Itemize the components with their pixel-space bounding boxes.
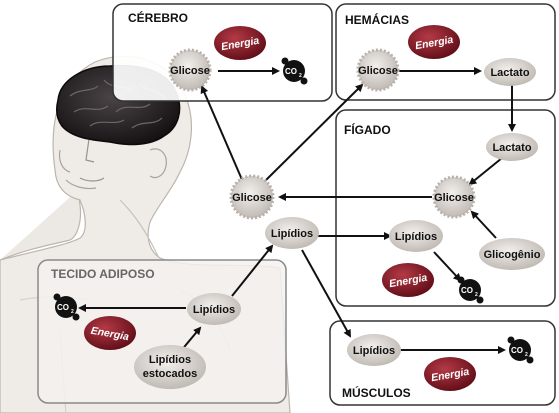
node-hemacias-glicose: Glicose	[356, 48, 400, 92]
node-figado-lactato: Lactato	[486, 133, 538, 161]
co2-molecule-adiposo: CO 2	[53, 293, 80, 321]
figado-title: FÍGADO	[344, 122, 391, 137]
energia-badge-hemacias: Energia	[408, 25, 460, 59]
svg-text:Glicose: Glicose	[170, 65, 210, 77]
node-figado-glicogenio: Glicogênio	[479, 238, 545, 270]
musculos-title: MÚSCULOS	[342, 385, 411, 400]
svg-text:Glicose: Glicose	[232, 192, 272, 204]
svg-text:2: 2	[299, 73, 302, 79]
svg-text:Glicose: Glicose	[358, 65, 398, 77]
svg-text:Lactato: Lactato	[490, 67, 529, 79]
energia-badge-cerebro: Energia	[214, 26, 266, 60]
arrow-glicogenio-to-figado-glicose	[470, 210, 497, 239]
arrow-figado-lipidios-to-co2	[433, 251, 462, 282]
svg-text:CO: CO	[511, 346, 523, 355]
node-sangue-glicose: Glicose	[229, 174, 275, 220]
svg-text:Lipídios: Lipídios	[353, 345, 395, 357]
node-figado-lipidios: Lipídios	[389, 220, 443, 252]
co2-molecule-figado: CO 2	[457, 276, 484, 304]
svg-text:estocados: estocados	[143, 368, 197, 380]
arrow-sangue-glicose-to-cerebro-glicose	[200, 85, 244, 183]
node-adiposo-lipidios: Lipídios	[187, 293, 241, 325]
svg-text:Lactato: Lactato	[492, 142, 531, 154]
svg-text:Lipídios: Lipídios	[149, 354, 191, 366]
arrows	[78, 67, 516, 354]
svg-text:Glicogênio: Glicogênio	[484, 249, 541, 261]
node-adiposo-lipidios-estocados: Lipídios estocados	[134, 345, 206, 389]
node-musculos-lipidios: Lipídios	[347, 334, 401, 366]
co2-molecule-cerebro: CO 2	[281, 57, 308, 85]
svg-text:Lipídios: Lipídios	[271, 228, 313, 240]
svg-text:2: 2	[525, 352, 528, 358]
energia-badge-figado: Energia	[382, 263, 434, 297]
energia-badge-adiposo: Energia	[84, 316, 136, 350]
svg-text:CO: CO	[461, 286, 473, 295]
svg-text:CO: CO	[57, 303, 69, 312]
arrow-sangue-lipidios-to-musculos-lipidios	[301, 249, 351, 338]
co2-molecule-musculos: CO 2	[507, 336, 534, 364]
svg-text:2: 2	[71, 309, 74, 315]
svg-text:CO: CO	[285, 67, 297, 76]
tecido-adiposo-title: TECIDO ADIPOSO	[51, 267, 155, 281]
svg-text:2: 2	[475, 292, 478, 298]
svg-text:Glicose: Glicose	[434, 192, 474, 204]
cerebro-title: CÉREBRO	[128, 10, 188, 25]
hemacias-title: HEMÁCIAS	[345, 12, 409, 27]
node-figado-glicose: Glicose	[432, 175, 476, 219]
arrow-sangue-glicose-to-hemacias-glicose	[263, 83, 364, 183]
node-hemacias-lactato: Lactato	[484, 58, 536, 86]
svg-text:Lipídios: Lipídios	[193, 304, 235, 316]
svg-text:Lipídios: Lipídios	[395, 231, 437, 243]
node-cerebro-glicose: Glicose	[168, 48, 212, 92]
node-sangue-lipidios: Lipídios	[265, 217, 319, 249]
arrow-adiposo-lipidios-to-sangue-lipidios	[231, 244, 274, 297]
energia-badge-musculos: Energia	[424, 357, 476, 391]
arrow-lactato-to-figado-glicose	[468, 157, 503, 186]
